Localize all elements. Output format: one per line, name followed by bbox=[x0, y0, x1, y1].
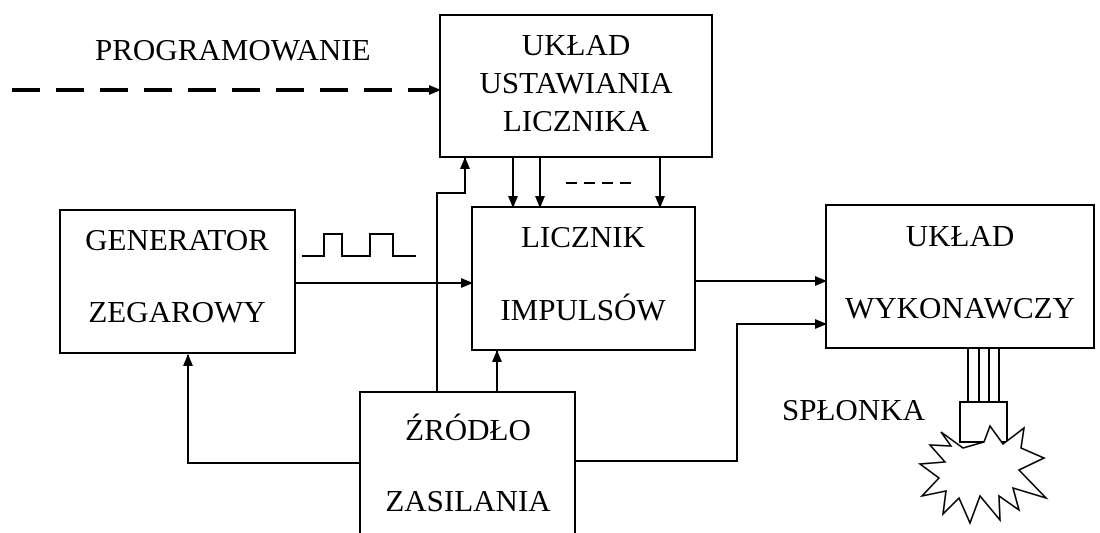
executive-unit-block: UKŁAD WYKONAWCZY bbox=[826, 205, 1094, 348]
executive-unit-line1: UKŁAD bbox=[906, 218, 1015, 253]
power-to-generator-arrow bbox=[188, 355, 360, 463]
detonator-label: SPŁONKA bbox=[782, 392, 926, 427]
pulse-counter-line2: IMPULSÓW bbox=[500, 292, 666, 327]
counter-setup-block: UKŁAD USTAWIANIA LICZNIKA bbox=[440, 15, 712, 157]
pulse-counter-block: LICZNIK IMPULSÓW bbox=[472, 207, 695, 350]
square-wave-icon bbox=[302, 234, 416, 256]
power-supply-line1: ŹRÓDŁO bbox=[405, 412, 531, 447]
power-to-setup-arrow bbox=[437, 158, 465, 392]
counter-setup-line1: UKŁAD bbox=[522, 27, 631, 62]
power-supply-block: ŹRÓDŁO ZASILANIA bbox=[360, 392, 575, 533]
programming-label: PROGRAMOWANIE bbox=[95, 32, 371, 67]
counter-setup-line2: USTAWIANIA bbox=[479, 65, 673, 100]
power-supply-line2: ZASILANIA bbox=[385, 483, 551, 518]
clock-generator-line2: ZEGAROWY bbox=[88, 294, 265, 329]
clock-generator-block: GENERATOR ZEGAROWY bbox=[60, 210, 295, 353]
detonator-capsule bbox=[960, 402, 1007, 442]
pulse-counter-line1: LICZNIK bbox=[521, 219, 646, 254]
executive-unit-line2: WYKONAWCZY bbox=[845, 290, 1075, 325]
clock-generator-line1: GENERATOR bbox=[85, 222, 269, 257]
counter-setup-line3: LICZNIKA bbox=[503, 103, 650, 138]
